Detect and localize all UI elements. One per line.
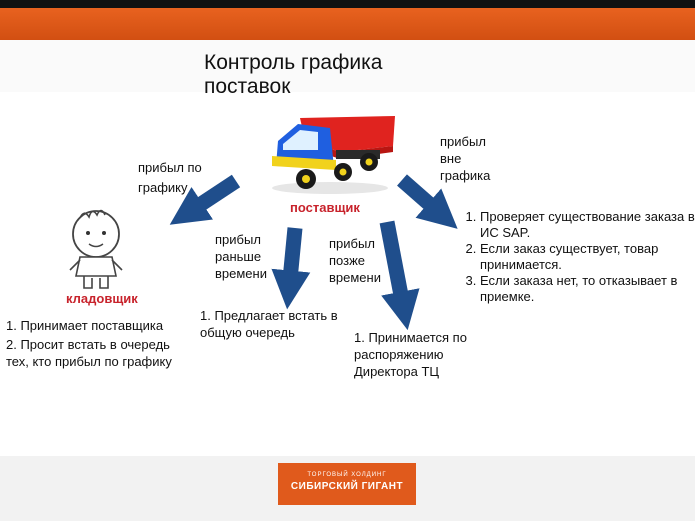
storekeeper-action-1: 1. Принимает поставщика	[6, 318, 164, 333]
off-schedule-step: Если заказ существует, товар принимается…	[480, 241, 695, 273]
arrival-off-schedule-label: прибыл вне графика	[440, 134, 491, 183]
storekeeper-action-2: 2. Просит встать в очередь тех, кто приб…	[6, 337, 172, 369]
top-border	[0, 0, 695, 8]
page-title: Контроль графика поставок	[204, 51, 383, 98]
arrow-off-schedule	[397, 174, 458, 229]
arrow-early	[271, 227, 311, 310]
late-action: 1. Принимается по распоряжению Директора…	[354, 330, 467, 379]
off-schedule-steps: Проверяет существование заказа в ИС SAP.…	[456, 209, 695, 305]
off-schedule-step: Если заказа нет, то отказывает в приемке…	[480, 273, 695, 305]
arrow-late	[379, 220, 420, 331]
header-bar	[0, 8, 695, 40]
arrival-early-label: прибыл раньше времени	[215, 232, 267, 281]
logo-title: СИБИРСКИЙ ГИГАНТ	[290, 481, 404, 492]
early-action: 1. Предлагает встать в общую очередь	[200, 308, 338, 340]
arrow-on-schedule	[169, 174, 241, 225]
storekeeper-figure-icon	[69, 209, 123, 289]
storekeeper-label: кладовщик	[66, 291, 138, 306]
off-schedule-step: Проверяет существование заказа в ИС SAP.	[480, 209, 695, 241]
company-logo: ТОРГОВЫЙ ХОЛДИНГ СИБИРСКИЙ ГИГАНТ	[278, 463, 416, 505]
arrival-late-label: прибыл позже времени	[329, 236, 381, 285]
logo-subtitle: ТОРГОВЫЙ ХОЛДИНГ	[307, 472, 387, 478]
supplier-label: поставщик	[290, 200, 360, 215]
truck-icon	[272, 116, 395, 194]
arrival-on-schedule-label: прибыл по графику	[138, 160, 202, 195]
title-band	[0, 40, 695, 92]
